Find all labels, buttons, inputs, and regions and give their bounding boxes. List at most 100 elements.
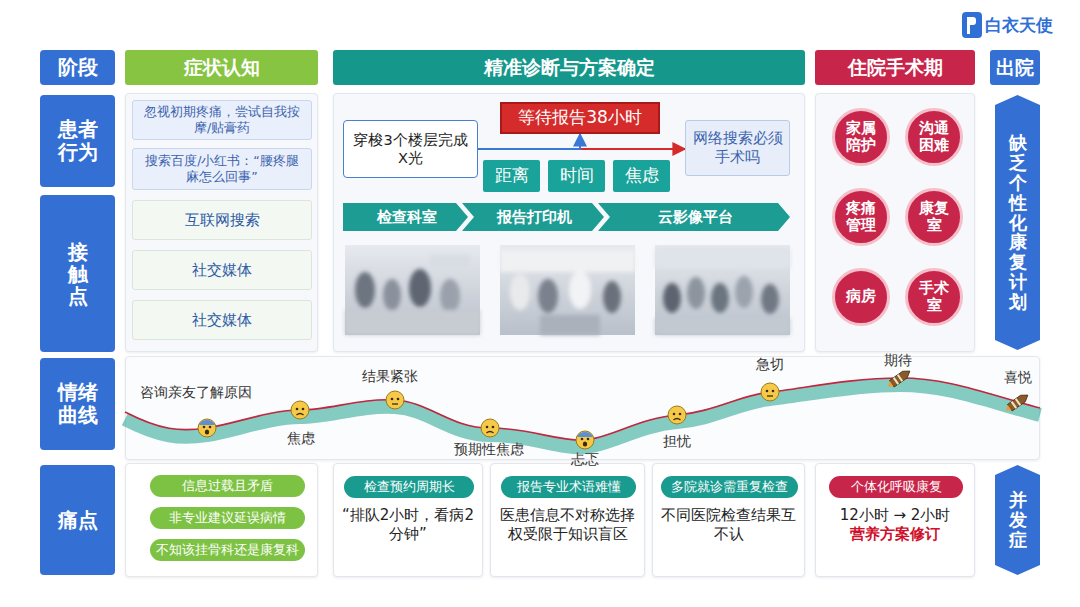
factor-box: 距离 bbox=[483, 160, 540, 192]
node-text: 沟通困难 bbox=[919, 120, 949, 155]
touch-circle: 沟通困难 bbox=[905, 108, 963, 166]
chevron: 报告打印机 bbox=[462, 203, 604, 231]
node-text: 社交媒体 bbox=[192, 311, 252, 329]
emoji-face bbox=[386, 391, 404, 409]
vertical-band: 缺乏个性化康复计划 bbox=[995, 95, 1040, 350]
row-header: 患者行为 bbox=[40, 95, 115, 187]
node-text: “排队2小时，看病2分钟” bbox=[342, 506, 474, 544]
factor-box: 时间 bbox=[548, 160, 605, 192]
pain-panel: “排队2小时，看病2分钟” 检查预约周期长 bbox=[333, 463, 483, 577]
node-text: 情绪曲线 bbox=[58, 381, 98, 427]
row-header: 接触点 bbox=[40, 195, 115, 352]
pain-pill: 报告专业术语难懂 bbox=[501, 476, 636, 498]
pain-pill: 检查预约周期长 bbox=[344, 476, 474, 498]
touchpoint-box: 社交媒体 bbox=[132, 300, 312, 340]
node-text: 痛点 bbox=[58, 508, 98, 533]
node-text: 忽视初期疼痛，尝试自我按摩/贴膏药 bbox=[141, 104, 303, 135]
stage-header: 精准诊断与方案确定 bbox=[333, 50, 805, 85]
emotion-label: 忐忑 bbox=[571, 451, 599, 468]
behavior-box: 网络搜索必须手术吗 bbox=[685, 120, 790, 176]
emotion-label: 期待 bbox=[884, 352, 912, 369]
node-text: 疼痛管理 bbox=[846, 200, 876, 235]
connector bbox=[478, 134, 580, 149]
emotion-label: 预期性焦虑 bbox=[454, 441, 524, 458]
node-text: 报告专业术语难懂 bbox=[517, 479, 621, 495]
node-text: 出院 bbox=[996, 56, 1034, 80]
wait-box: 等待报告38小时 bbox=[500, 102, 660, 134]
node-text: 手术室 bbox=[919, 280, 949, 315]
emoji-face bbox=[576, 431, 594, 449]
stage-header: 症状认知 bbox=[125, 50, 318, 85]
node-text: 检查预约周期长 bbox=[364, 479, 455, 495]
emotion-label: 结果紧张 bbox=[362, 368, 418, 385]
pain-pill: 个体化呼吸康复 bbox=[829, 476, 963, 498]
pain-pill: 非专业建议延误病情 bbox=[150, 507, 305, 529]
node-text: 不知该挂骨科还是康复科 bbox=[156, 542, 299, 558]
touch-circle: 手术室 bbox=[905, 268, 963, 326]
row-header: 情绪曲线 bbox=[40, 358, 115, 450]
node-text: 穿梭3个楼层完成X光 bbox=[352, 131, 469, 167]
emotion-label: 咨询亲友了解原因 bbox=[140, 384, 252, 401]
stage-header: 出院 bbox=[990, 50, 1040, 85]
behavior-box: 搜索百度/小红书：“腰疼腿麻怎么回事” bbox=[132, 148, 312, 190]
pain-pill: 信息过载且矛盾 bbox=[150, 475, 305, 497]
node-text: 病房 bbox=[846, 288, 876, 305]
emoji-face bbox=[668, 406, 686, 424]
node-text: 信息过载且矛盾 bbox=[182, 478, 273, 494]
node-text: 住院手术期 bbox=[848, 56, 943, 80]
node-text: 精准诊断与方案确定 bbox=[484, 56, 655, 80]
pain-panel: 12小时 → 2小时营养方案修订个体化呼吸康复 bbox=[815, 463, 975, 577]
node-text: 家属陪护 bbox=[846, 120, 876, 155]
photo bbox=[345, 245, 480, 335]
node-text: 非专业建议延误病情 bbox=[169, 510, 286, 526]
node-text: 12小时 → 2小时 bbox=[840, 506, 951, 525]
photo bbox=[500, 245, 635, 335]
emoji-face bbox=[761, 383, 779, 401]
node-text: 搜索百度/小红书：“腰疼腿麻怎么回事” bbox=[141, 153, 303, 184]
node-text: 医患信息不对称选择权受限于知识盲区 bbox=[499, 506, 636, 544]
node-text: 互联网搜索 bbox=[185, 211, 260, 229]
touch-circle: 病房 bbox=[832, 268, 890, 326]
photo bbox=[655, 245, 790, 335]
node-text: 时间 bbox=[560, 165, 594, 186]
node-text: 个体化呼吸康复 bbox=[851, 479, 942, 495]
node-text: 阶段 bbox=[58, 55, 98, 80]
rocket-icon bbox=[1003, 392, 1030, 414]
node-text: 接触点 bbox=[68, 241, 88, 307]
node-text: 患者行为 bbox=[58, 118, 98, 164]
emoji-face bbox=[198, 419, 216, 437]
emoji-group bbox=[198, 368, 1030, 449]
chevron: 云影像平台 bbox=[598, 203, 790, 231]
row-header: 阶段 bbox=[40, 50, 115, 85]
node-text: 距离 bbox=[495, 165, 529, 186]
node-text: 并发症 bbox=[1009, 490, 1027, 549]
node-text: 不同医院检查结果互不认 bbox=[661, 506, 796, 544]
emoji-face bbox=[481, 419, 499, 437]
node-text: 社交媒体 bbox=[192, 261, 252, 279]
pain-pill: 多院就诊需重复检查 bbox=[661, 476, 798, 498]
emotion-label: 焦虑 bbox=[287, 430, 315, 447]
touch-circle: 康复室 bbox=[905, 188, 963, 246]
pain-panel: 不同医院检查结果互不认 多院就诊需重复检查 bbox=[652, 463, 805, 577]
node-text: 营养方案修订 bbox=[850, 525, 940, 544]
emotion-curve bbox=[125, 378, 1040, 447]
touchpoint-box: 社交媒体 bbox=[132, 250, 312, 290]
node-text: 缺乏个性化康复计划 bbox=[1009, 133, 1027, 311]
node-text: 报告打印机 bbox=[497, 208, 572, 227]
row-header: 痛点 bbox=[40, 465, 115, 575]
node-text: 焦虑 bbox=[625, 165, 659, 186]
touchpoint-box: 互联网搜索 bbox=[132, 200, 312, 240]
node-text: 多院就诊需重复检查 bbox=[671, 479, 788, 495]
node-text: 康复室 bbox=[919, 200, 949, 235]
behavior-box: 忽视初期疼痛，尝试自我按摩/贴膏药 bbox=[132, 100, 312, 140]
rocket-icon bbox=[885, 368, 912, 390]
vertical-band: 并发症 bbox=[995, 465, 1040, 575]
brand-name: 白衣天使 bbox=[985, 15, 1053, 35]
pain-panel: 医患信息不对称选择权受限于知识盲区 报告专业术语难懂 bbox=[490, 463, 645, 577]
factor-box: 焦虑 bbox=[613, 160, 670, 192]
node-text: 云影像平台 bbox=[658, 208, 733, 227]
touch-circle: 疼痛管理 bbox=[832, 188, 890, 246]
emotion-label: 急切 bbox=[756, 356, 784, 373]
node-text: 症状认知 bbox=[184, 56, 260, 80]
node-text: 检查科室 bbox=[377, 208, 437, 227]
